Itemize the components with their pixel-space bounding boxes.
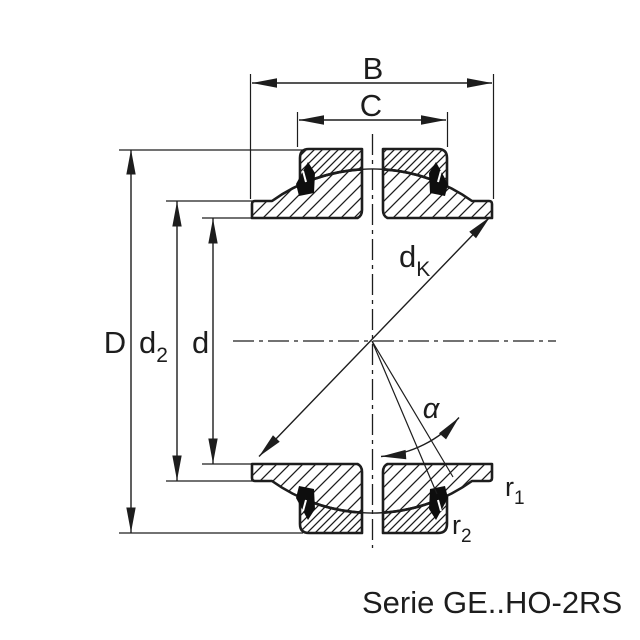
outer-ring-bottom-left bbox=[298, 495, 364, 535]
dimension-D: D bbox=[104, 149, 303, 534]
dimension-d: d bbox=[192, 217, 253, 465]
dimension-line-dK bbox=[258, 216, 491, 457]
seal-top-left-lip bbox=[302, 170, 307, 183]
label-r2: r2 bbox=[452, 510, 472, 547]
outer-ring-top-left bbox=[298, 147, 364, 187]
seals bbox=[296, 162, 448, 520]
seal-top-right-lip bbox=[437, 170, 442, 183]
angle-alpha: α bbox=[371, 340, 460, 495]
label-dK: dK bbox=[399, 239, 430, 281]
label-C: C bbox=[360, 88, 382, 123]
seal-bottom-right-lip bbox=[437, 499, 442, 512]
dimension-d2: d2 bbox=[139, 200, 253, 482]
outer-ring-section bbox=[298, 147, 449, 535]
label-alpha: α bbox=[423, 393, 441, 425]
dimension-dK: dK bbox=[258, 216, 491, 457]
dimension-C: C bbox=[296, 88, 449, 147]
label-d2: d2 bbox=[139, 325, 168, 367]
series-caption: Serie GE..HO-2RS bbox=[362, 585, 622, 620]
alpha-arc bbox=[380, 417, 460, 460]
label-B: B bbox=[363, 51, 384, 86]
label-d: d bbox=[192, 325, 209, 360]
label-D: D bbox=[104, 325, 126, 360]
seal-bottom-left-lip bbox=[302, 499, 307, 512]
label-r1: r1 bbox=[505, 472, 525, 509]
dimension-B: B bbox=[249, 51, 495, 199]
